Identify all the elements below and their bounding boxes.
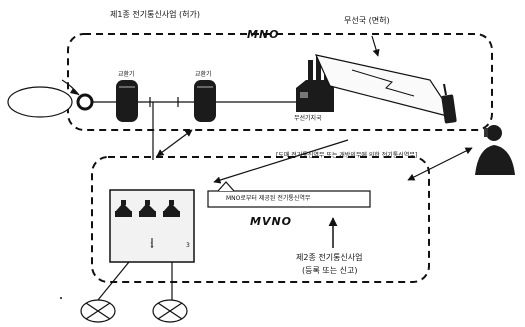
- service-note-label: [도매 전기통신역무 또는 개방의무에 의한 전기통신역무]: [276, 152, 418, 159]
- switch-a-label: 교환기: [118, 71, 135, 78]
- port-label: 1: [150, 242, 154, 249]
- switch-icon: [115, 200, 132, 217]
- mobile-phone-icon: [441, 83, 457, 124]
- radio-station-label: 무선국 (면허): [344, 16, 390, 25]
- operator2-label-line1: 제2종 전기통신사업: [296, 253, 363, 262]
- terminal-icon: [80, 299, 116, 323]
- switch-a-icon: [116, 80, 138, 122]
- user-link-arrow: [407, 147, 473, 181]
- operator1-label: 제1종 전기통신사업 (허가): [110, 10, 201, 19]
- mvno-region: [91, 156, 430, 283]
- terminal-icon: [152, 299, 188, 323]
- network-cloud-icon: [7, 86, 73, 118]
- mno-region-label: MNO: [247, 28, 280, 41]
- mno-region: [67, 33, 493, 131]
- switch-b-icon: [194, 80, 216, 122]
- mvno-service-label: MNO로부터 제공된 전기통신역무: [226, 195, 311, 202]
- connection-point-icon: [76, 93, 94, 111]
- base-station-label: 무선기지국: [294, 115, 322, 122]
- port-label: 3: [186, 242, 190, 249]
- radio-beam: [314, 54, 457, 119]
- operator2-label-line2: (등록 또는 신고): [302, 266, 358, 275]
- mno-mvno-arrow: [156, 129, 193, 157]
- switch-icon: [139, 200, 156, 217]
- lead-in-line: [61, 79, 80, 96]
- switch-icon: [163, 200, 180, 217]
- mvno-region-label: MVNO: [250, 215, 293, 228]
- switch-b-label: 교환기: [195, 71, 212, 78]
- mvno-service-box: [207, 190, 371, 208]
- user-icon: [475, 125, 515, 175]
